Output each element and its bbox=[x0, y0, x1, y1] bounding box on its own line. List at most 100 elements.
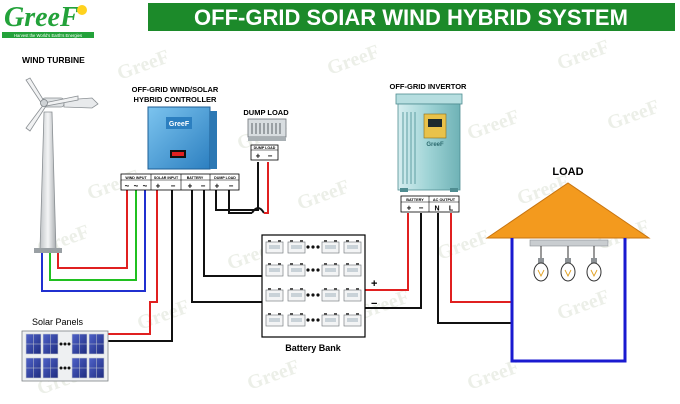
logo-tagline: Harvest the World's Earth's Energies bbox=[14, 33, 82, 38]
light-bulb-icon bbox=[560, 246, 576, 282]
terminal-solar-minus: − bbox=[171, 182, 176, 191]
battery-minus-sign: − bbox=[371, 298, 377, 310]
turbine-tower bbox=[39, 111, 57, 251]
light-bulb-icon bbox=[533, 246, 549, 282]
inverter-terminal-ac-output: AC OUTPUT bbox=[433, 198, 456, 202]
dump-load-label: DUMP LOAD bbox=[243, 108, 289, 117]
load-walls bbox=[510, 238, 627, 363]
hybrid-controller: OFF-GRID WIND/SOLAR HYBRID CONTROLLER Gr… bbox=[120, 85, 240, 191]
light-bulb-icon bbox=[586, 246, 602, 282]
solar-panel bbox=[88, 333, 105, 355]
battery-unit bbox=[265, 263, 284, 277]
ctrl-battery-wire-black-1 bbox=[191, 185, 262, 303]
ellipsis-dot bbox=[63, 366, 67, 370]
wind-turbine: WIND TURBINE bbox=[22, 55, 99, 253]
battery-unit bbox=[321, 263, 340, 277]
ellipsis-dot bbox=[316, 268, 320, 272]
watermark: GreeF bbox=[434, 226, 492, 265]
controller-side bbox=[210, 111, 217, 169]
battery-unit bbox=[343, 240, 362, 254]
inverter-minus: − bbox=[419, 204, 424, 213]
turbine-hub bbox=[40, 99, 48, 107]
inverter-label: OFF-GRID INVERTOR bbox=[390, 82, 468, 91]
battery-plus-sign: + bbox=[371, 278, 377, 290]
ac-wire-live bbox=[450, 213, 512, 303]
solar-panel bbox=[42, 333, 59, 355]
watermark: GreeF bbox=[554, 36, 612, 75]
solar-panels: Solar Panels bbox=[21, 317, 109, 382]
solar-panel bbox=[25, 333, 42, 355]
turbine-blade-2 bbox=[25, 103, 47, 132]
dump-wire-red bbox=[264, 162, 269, 214]
watermark: GreeF bbox=[294, 176, 352, 215]
inverter-terminal-battery: BATTERY bbox=[406, 198, 424, 202]
controller-label-line2: HYBRID CONTROLLER bbox=[134, 95, 217, 104]
ellipsis-dot bbox=[311, 245, 315, 249]
controller-logo: GreeF bbox=[169, 121, 190, 128]
controller-housing bbox=[147, 106, 211, 170]
controller-terminal-block bbox=[120, 173, 240, 191]
watermark: GreeF bbox=[114, 46, 172, 85]
ellipsis-dot bbox=[316, 318, 320, 322]
ellipsis-dot bbox=[316, 293, 320, 297]
battery-unit bbox=[321, 313, 340, 327]
battery-bank-label: Battery Bank bbox=[285, 343, 342, 353]
turbine-blade-1 bbox=[25, 77, 45, 105]
logo-sun-icon bbox=[77, 5, 87, 15]
solar-panel bbox=[42, 357, 59, 379]
dump-load-minus: − bbox=[268, 152, 273, 161]
terminal-wind-1: ~ bbox=[125, 182, 130, 191]
inverter-battery-wire-red bbox=[365, 213, 409, 291]
ellipsis-dot bbox=[311, 293, 315, 297]
battery-unit bbox=[287, 313, 306, 327]
terminal-wind-input: WIND INPUT bbox=[125, 176, 147, 180]
watermark: GreeF bbox=[554, 286, 612, 325]
dump-wire-crossover bbox=[251, 207, 265, 214]
ellipsis-dot bbox=[306, 245, 310, 249]
inverter-battery-wire-black bbox=[365, 213, 422, 309]
ellipsis-dot bbox=[67, 342, 71, 346]
ellipsis-dot bbox=[306, 318, 310, 322]
watermark: GreeF bbox=[464, 106, 522, 145]
terminal-solar-input: SOLAR INPUT bbox=[154, 176, 179, 180]
controller-nameplate bbox=[166, 117, 192, 129]
ellipsis-dot bbox=[306, 293, 310, 297]
ellipsis-dot bbox=[59, 342, 63, 346]
wiring bbox=[41, 162, 512, 342]
wind-wire-green bbox=[49, 185, 137, 281]
battery-unit bbox=[265, 240, 284, 254]
ellipsis-dot bbox=[311, 268, 315, 272]
solar-panel bbox=[71, 333, 88, 355]
load-house: LOAD bbox=[485, 166, 651, 363]
ellipsis-dot bbox=[59, 366, 63, 370]
wind-turbine-label: WIND TURBINE bbox=[22, 55, 85, 65]
inverter-plus: + bbox=[407, 204, 412, 213]
terminal-solar-plus: + bbox=[156, 182, 161, 191]
wind-wire-blue bbox=[41, 185, 146, 292]
solar-panel bbox=[71, 357, 88, 379]
logo-underline bbox=[2, 32, 94, 38]
inverter: OFF-GRID INVERTOR GreeF BATTERY AC OUTPU… bbox=[390, 82, 468, 213]
turbine-base bbox=[34, 248, 62, 253]
battery-unit bbox=[287, 288, 306, 302]
logo-wordmark: GreeF bbox=[4, 2, 79, 33]
battery-unit bbox=[287, 263, 306, 277]
battery-unit bbox=[321, 240, 340, 254]
ac-wire-neutral bbox=[437, 213, 512, 324]
watermark: GreeF bbox=[324, 41, 382, 80]
ellipsis-dot bbox=[306, 268, 310, 272]
solar-cells bbox=[25, 333, 105, 379]
battery-unit bbox=[321, 288, 340, 302]
battery-unit bbox=[343, 263, 362, 277]
terminal-battery: BATTERY bbox=[187, 176, 204, 180]
solar-panel bbox=[25, 357, 42, 379]
dump-wire-black-2 bbox=[228, 185, 252, 214]
dump-load-terminal-box bbox=[250, 144, 279, 161]
solar-wire-red bbox=[108, 185, 158, 335]
controller-display-readout bbox=[172, 152, 184, 156]
watermark: GreeF bbox=[244, 356, 302, 395]
inverter-l: L bbox=[449, 206, 454, 213]
inverter-logo: GreeF bbox=[426, 142, 444, 148]
